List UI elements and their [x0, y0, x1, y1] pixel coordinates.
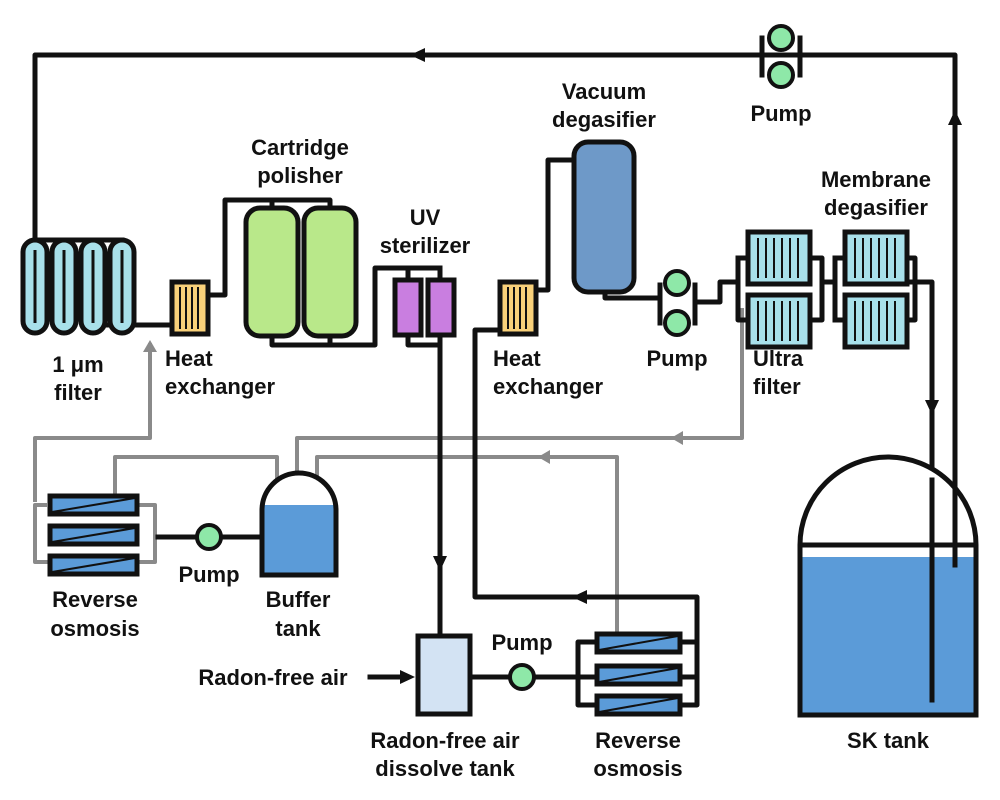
pump-middle [663, 269, 691, 337]
gray-pipes [33, 308, 744, 642]
dissolve-tank [415, 633, 473, 717]
ultra-filter-label-2: filter [753, 374, 801, 399]
vacuum-degasifier-label-1: Vacuum [562, 79, 646, 104]
dissolve-tank-label-1: Radon-free air [370, 728, 520, 753]
buffer-tank [259, 470, 339, 578]
heat-exchanger-1-label-1: Heat [165, 346, 213, 371]
ro2-to-hx2 [472, 327, 700, 645]
main-pipes [32, 35, 962, 708]
ro1-right-frame [138, 503, 157, 564]
membrane-degasifier [842, 229, 910, 350]
heat-exchanger-2-label-2: exchanger [493, 374, 603, 399]
uv-sterilizer [392, 277, 457, 338]
reverse-osmosis-1-label-2: osmosis [50, 616, 139, 641]
heat-exchanger-1-label-2: exchanger [165, 374, 275, 399]
pump-left-label: Pump [178, 562, 239, 587]
pump-to-ultrafilter [692, 279, 741, 305]
ultra-filter [745, 229, 813, 350]
ultra-filter-label-1: Ultra [753, 346, 804, 371]
heat-exchanger-2 [497, 279, 539, 337]
sk-tank-label: SK tank [847, 728, 930, 753]
ro-to-heat-exchanger-pipe [33, 343, 152, 502]
ro1-left-frame [33, 503, 50, 564]
pump-left [195, 523, 223, 551]
radon-free-air-label: Radon-free air [198, 665, 348, 690]
membrane-degasifier-label-1: Membrane [821, 167, 931, 192]
ultrafilter-to-membrane [807, 255, 838, 285]
heat-exchanger-2-label-1: Heat [493, 346, 541, 371]
reverse-osmosis-1-label-1: Reverse [52, 587, 138, 612]
uv-to-dissolve [405, 332, 443, 638]
reverse-osmosis-2 [594, 631, 683, 717]
filter-1um [20, 237, 137, 336]
filter-1um-label-1: 1 μm [52, 352, 103, 377]
cartridge-polisher-label-1: Cartridge [251, 135, 349, 160]
sk-tank [797, 454, 979, 718]
reverse-osmosis-1 [47, 493, 140, 577]
buffer-tank-label-2: tank [275, 616, 321, 641]
return-line [32, 52, 958, 568]
heat-exchanger-1 [169, 279, 211, 337]
pump-top [767, 24, 795, 89]
filter-1um-label-2: filter [54, 380, 102, 405]
uv-sterilizer-label-1: UV [410, 205, 441, 230]
cartridge-polisher-label-2: polisher [257, 163, 343, 188]
reverse-osmosis-2-label-2: osmosis [593, 756, 682, 781]
cartridge-polisher [243, 205, 359, 339]
hx2-to-vacuum [532, 157, 578, 293]
reverse-osmosis-2-label-1: Reverse [595, 728, 681, 753]
pump-middle-label: Pump [646, 346, 707, 371]
uv-sterilizer-label-2: sterilizer [380, 233, 471, 258]
pump-to-ro2 [532, 639, 600, 680]
vacuum-degasifier-label-2: degasifier [552, 107, 656, 132]
hx1-to-polisher [205, 197, 333, 298]
vacuum-degasifier [571, 139, 637, 295]
membrane-degasifier-label-2: degasifier [824, 195, 928, 220]
dissolve-tank-label-2: dissolve tank [375, 756, 515, 781]
pump-top-label: Pump [750, 101, 811, 126]
ro2-to-buffer-pipe [315, 455, 619, 642]
ultrafilter-to-buffer-pipe [295, 308, 744, 487]
buffer-tank-label-1: Buffer [266, 587, 331, 612]
pump-bottom [508, 663, 536, 691]
ro1-to-buffer-pipe [113, 455, 279, 502]
pump-bottom-label: Pump [491, 630, 552, 655]
